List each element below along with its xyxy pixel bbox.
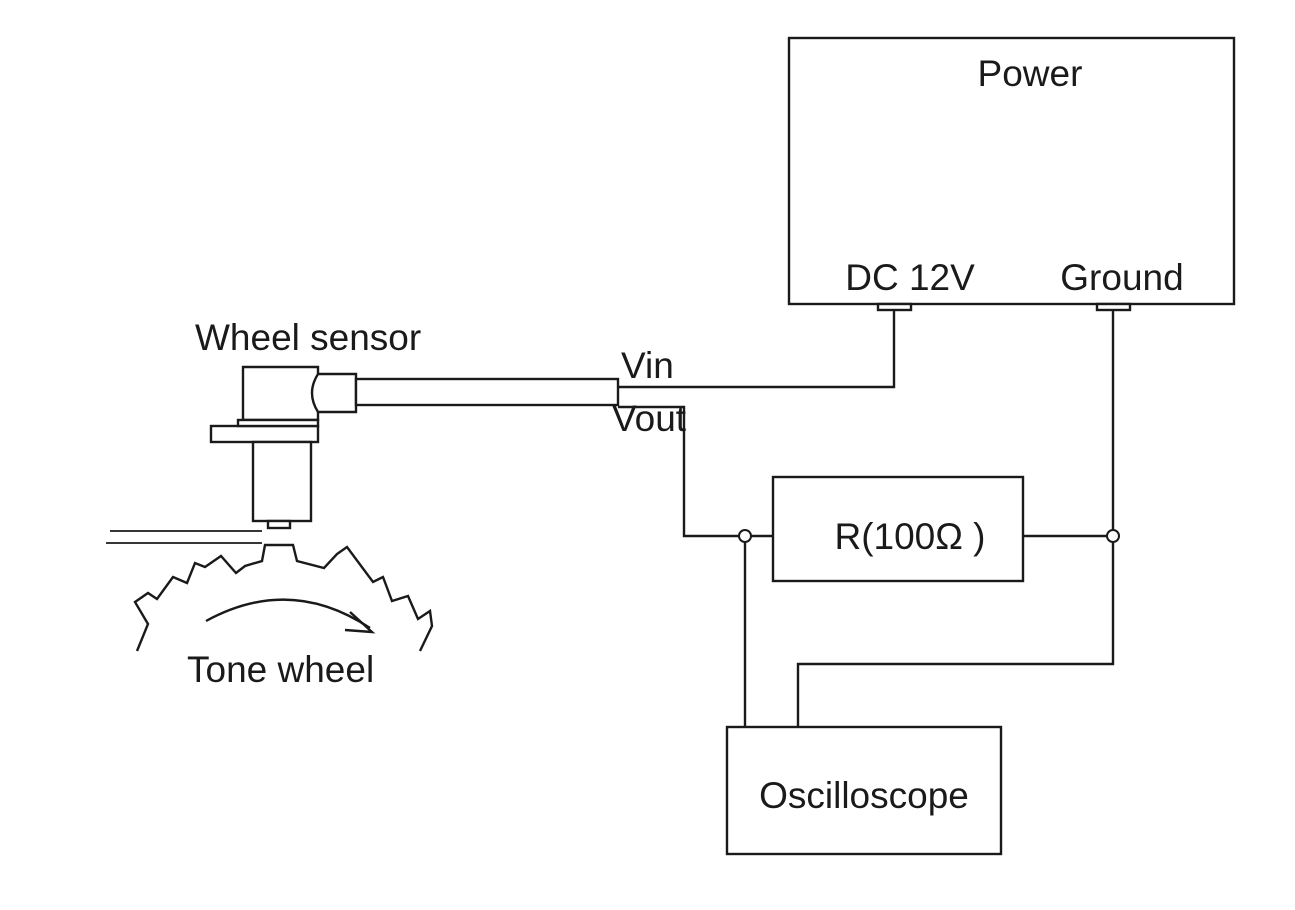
oscilloscope-box xyxy=(725,725,1003,856)
oscilloscope-label: Oscilloscope xyxy=(759,775,969,816)
wheel-sensor: Wheel sensor Vin Vout xyxy=(195,317,687,530)
ground-wire xyxy=(796,310,1115,727)
vout-label: Vout xyxy=(612,398,687,439)
ground-terminal xyxy=(1095,302,1132,312)
sensor-flange xyxy=(209,424,320,444)
resistor: R(100Ω ) xyxy=(771,475,1025,583)
rotation-arrow xyxy=(205,598,371,630)
vin-wire xyxy=(618,310,896,389)
oscilloscope: Oscilloscope xyxy=(725,725,1003,856)
junction-right xyxy=(1106,529,1120,543)
tone-wheel: Tone wheel xyxy=(106,530,434,690)
dc12v-label: DC 12V xyxy=(845,257,975,298)
vin-label: Vin xyxy=(621,345,674,386)
ground-label: Ground xyxy=(1060,257,1183,298)
dc12v-terminal xyxy=(876,302,913,312)
resistor-box xyxy=(771,475,1025,583)
wheel-sensor-label: Wheel sensor xyxy=(195,317,421,358)
junction-left xyxy=(738,529,752,543)
wiring xyxy=(618,310,1120,727)
vout-wire xyxy=(618,405,773,538)
sensor-body xyxy=(251,440,313,523)
resistor-label: R(100Ω ) xyxy=(834,516,985,557)
sensor-connector xyxy=(310,372,358,414)
tone-wheel-teeth xyxy=(133,543,434,652)
rotation-arrowhead xyxy=(344,611,376,634)
power-supply: Power DC 12V Ground xyxy=(787,36,1236,312)
sensor-cable xyxy=(354,377,620,407)
sensor-tip xyxy=(266,519,292,530)
tone-wheel-label: Tone wheel xyxy=(187,649,374,690)
power-box xyxy=(787,36,1236,306)
power-label: Power xyxy=(978,53,1083,94)
sensor-mount xyxy=(236,418,320,428)
sensor-head xyxy=(241,365,320,422)
